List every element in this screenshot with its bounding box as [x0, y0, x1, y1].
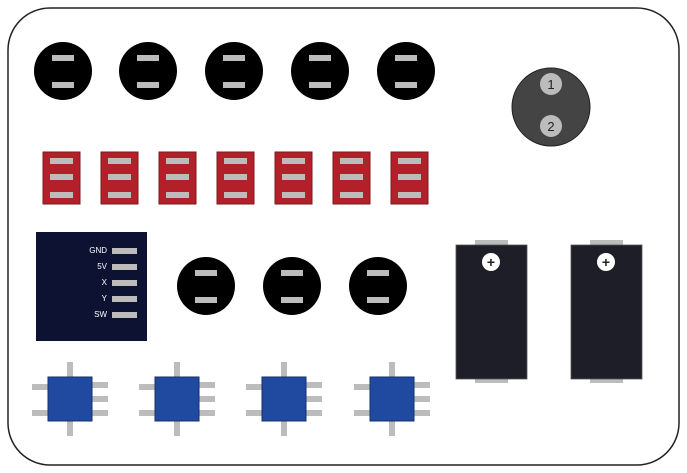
dip-pin — [224, 158, 247, 164]
button-pin — [52, 82, 74, 88]
button-pin — [195, 297, 217, 303]
joystick-module[interactable] — [36, 232, 147, 341]
top-button-2[interactable] — [119, 42, 177, 100]
joystick-pin-label: X — [101, 278, 107, 287]
pot-pin-1-label: 1 — [547, 77, 554, 92]
button-pin — [195, 270, 217, 276]
joystick-pin-label: Y — [101, 294, 107, 303]
dip-pin — [398, 158, 421, 164]
dip-pin — [166, 174, 189, 180]
dip-pin — [108, 174, 131, 180]
dip-switch-7[interactable] — [390, 151, 429, 205]
middle-button-1[interactable] — [177, 257, 235, 315]
top-button-5[interactable] — [377, 42, 435, 100]
middle-button-2[interactable] — [263, 257, 321, 315]
dip-pin — [108, 158, 131, 164]
dip-pin — [282, 158, 305, 164]
dip-pin — [50, 192, 73, 198]
tactile-button-2[interactable] — [139, 362, 215, 436]
dip-switch-3[interactable] — [158, 151, 197, 205]
polarity-label: + — [602, 254, 610, 270]
button-pin — [367, 297, 389, 303]
top-button-4[interactable] — [291, 42, 349, 100]
tactile-button-4[interactable] — [354, 362, 430, 436]
button-pin — [309, 55, 331, 61]
battery-holder-1[interactable]: + — [455, 240, 528, 383]
top-button-3[interactable] — [205, 42, 263, 100]
button-pin — [309, 82, 331, 88]
joystick-pin — [112, 280, 137, 286]
pot-pin-1 — [540, 73, 562, 95]
dip-pin — [340, 174, 363, 180]
plus-icon — [597, 253, 615, 271]
dip-pin — [398, 192, 421, 198]
dip-pin — [398, 174, 421, 180]
dip-switch-5[interactable] — [274, 151, 313, 205]
top-button-1[interactable] — [34, 42, 92, 100]
button-pin — [281, 297, 303, 303]
button-pin — [137, 55, 159, 61]
dip-pin — [282, 192, 305, 198]
dip-pin — [282, 174, 305, 180]
dip-pin — [340, 158, 363, 164]
joystick-pin-label: GND — [89, 246, 107, 255]
button-pin — [395, 55, 417, 61]
dip-pin — [50, 174, 73, 180]
dip-pin — [50, 158, 73, 164]
joystick-pin — [112, 264, 137, 270]
tactile-button-3[interactable] — [246, 362, 322, 436]
button-pin — [281, 270, 303, 276]
button-pin — [223, 82, 245, 88]
pot-pin-2 — [540, 115, 562, 137]
middle-button-3[interactable] — [349, 257, 407, 315]
button-pin — [52, 55, 74, 61]
button-pin — [223, 55, 245, 61]
plus-icon — [482, 253, 500, 271]
pot-pin-2-label: 2 — [547, 119, 554, 134]
dip-switch-4[interactable] — [216, 151, 255, 205]
dip-switch-6[interactable] — [332, 151, 371, 205]
button-pin — [367, 270, 389, 276]
button-pin — [395, 82, 417, 88]
dip-pin — [224, 192, 247, 198]
tactile-button-1[interactable] — [32, 362, 108, 436]
dip-pin — [108, 192, 131, 198]
polarity-label: + — [487, 254, 495, 270]
dip-switch-2[interactable] — [100, 151, 139, 205]
dip-pin — [166, 158, 189, 164]
battery-holder-2[interactable]: + — [570, 240, 643, 383]
joystick-pin — [112, 296, 137, 302]
joystick-pin-label: 5V — [97, 262, 107, 271]
dip-switch-1[interactable] — [42, 151, 81, 205]
joystick-pin — [112, 312, 137, 318]
dip-pin — [340, 192, 363, 198]
joystick-pin — [112, 248, 137, 254]
dip-pin — [166, 192, 189, 198]
potentiometer[interactable]: 1 2 — [511, 67, 591, 147]
joystick-pin-label: SW — [94, 310, 107, 319]
button-pin — [137, 82, 159, 88]
dip-pin — [224, 174, 247, 180]
